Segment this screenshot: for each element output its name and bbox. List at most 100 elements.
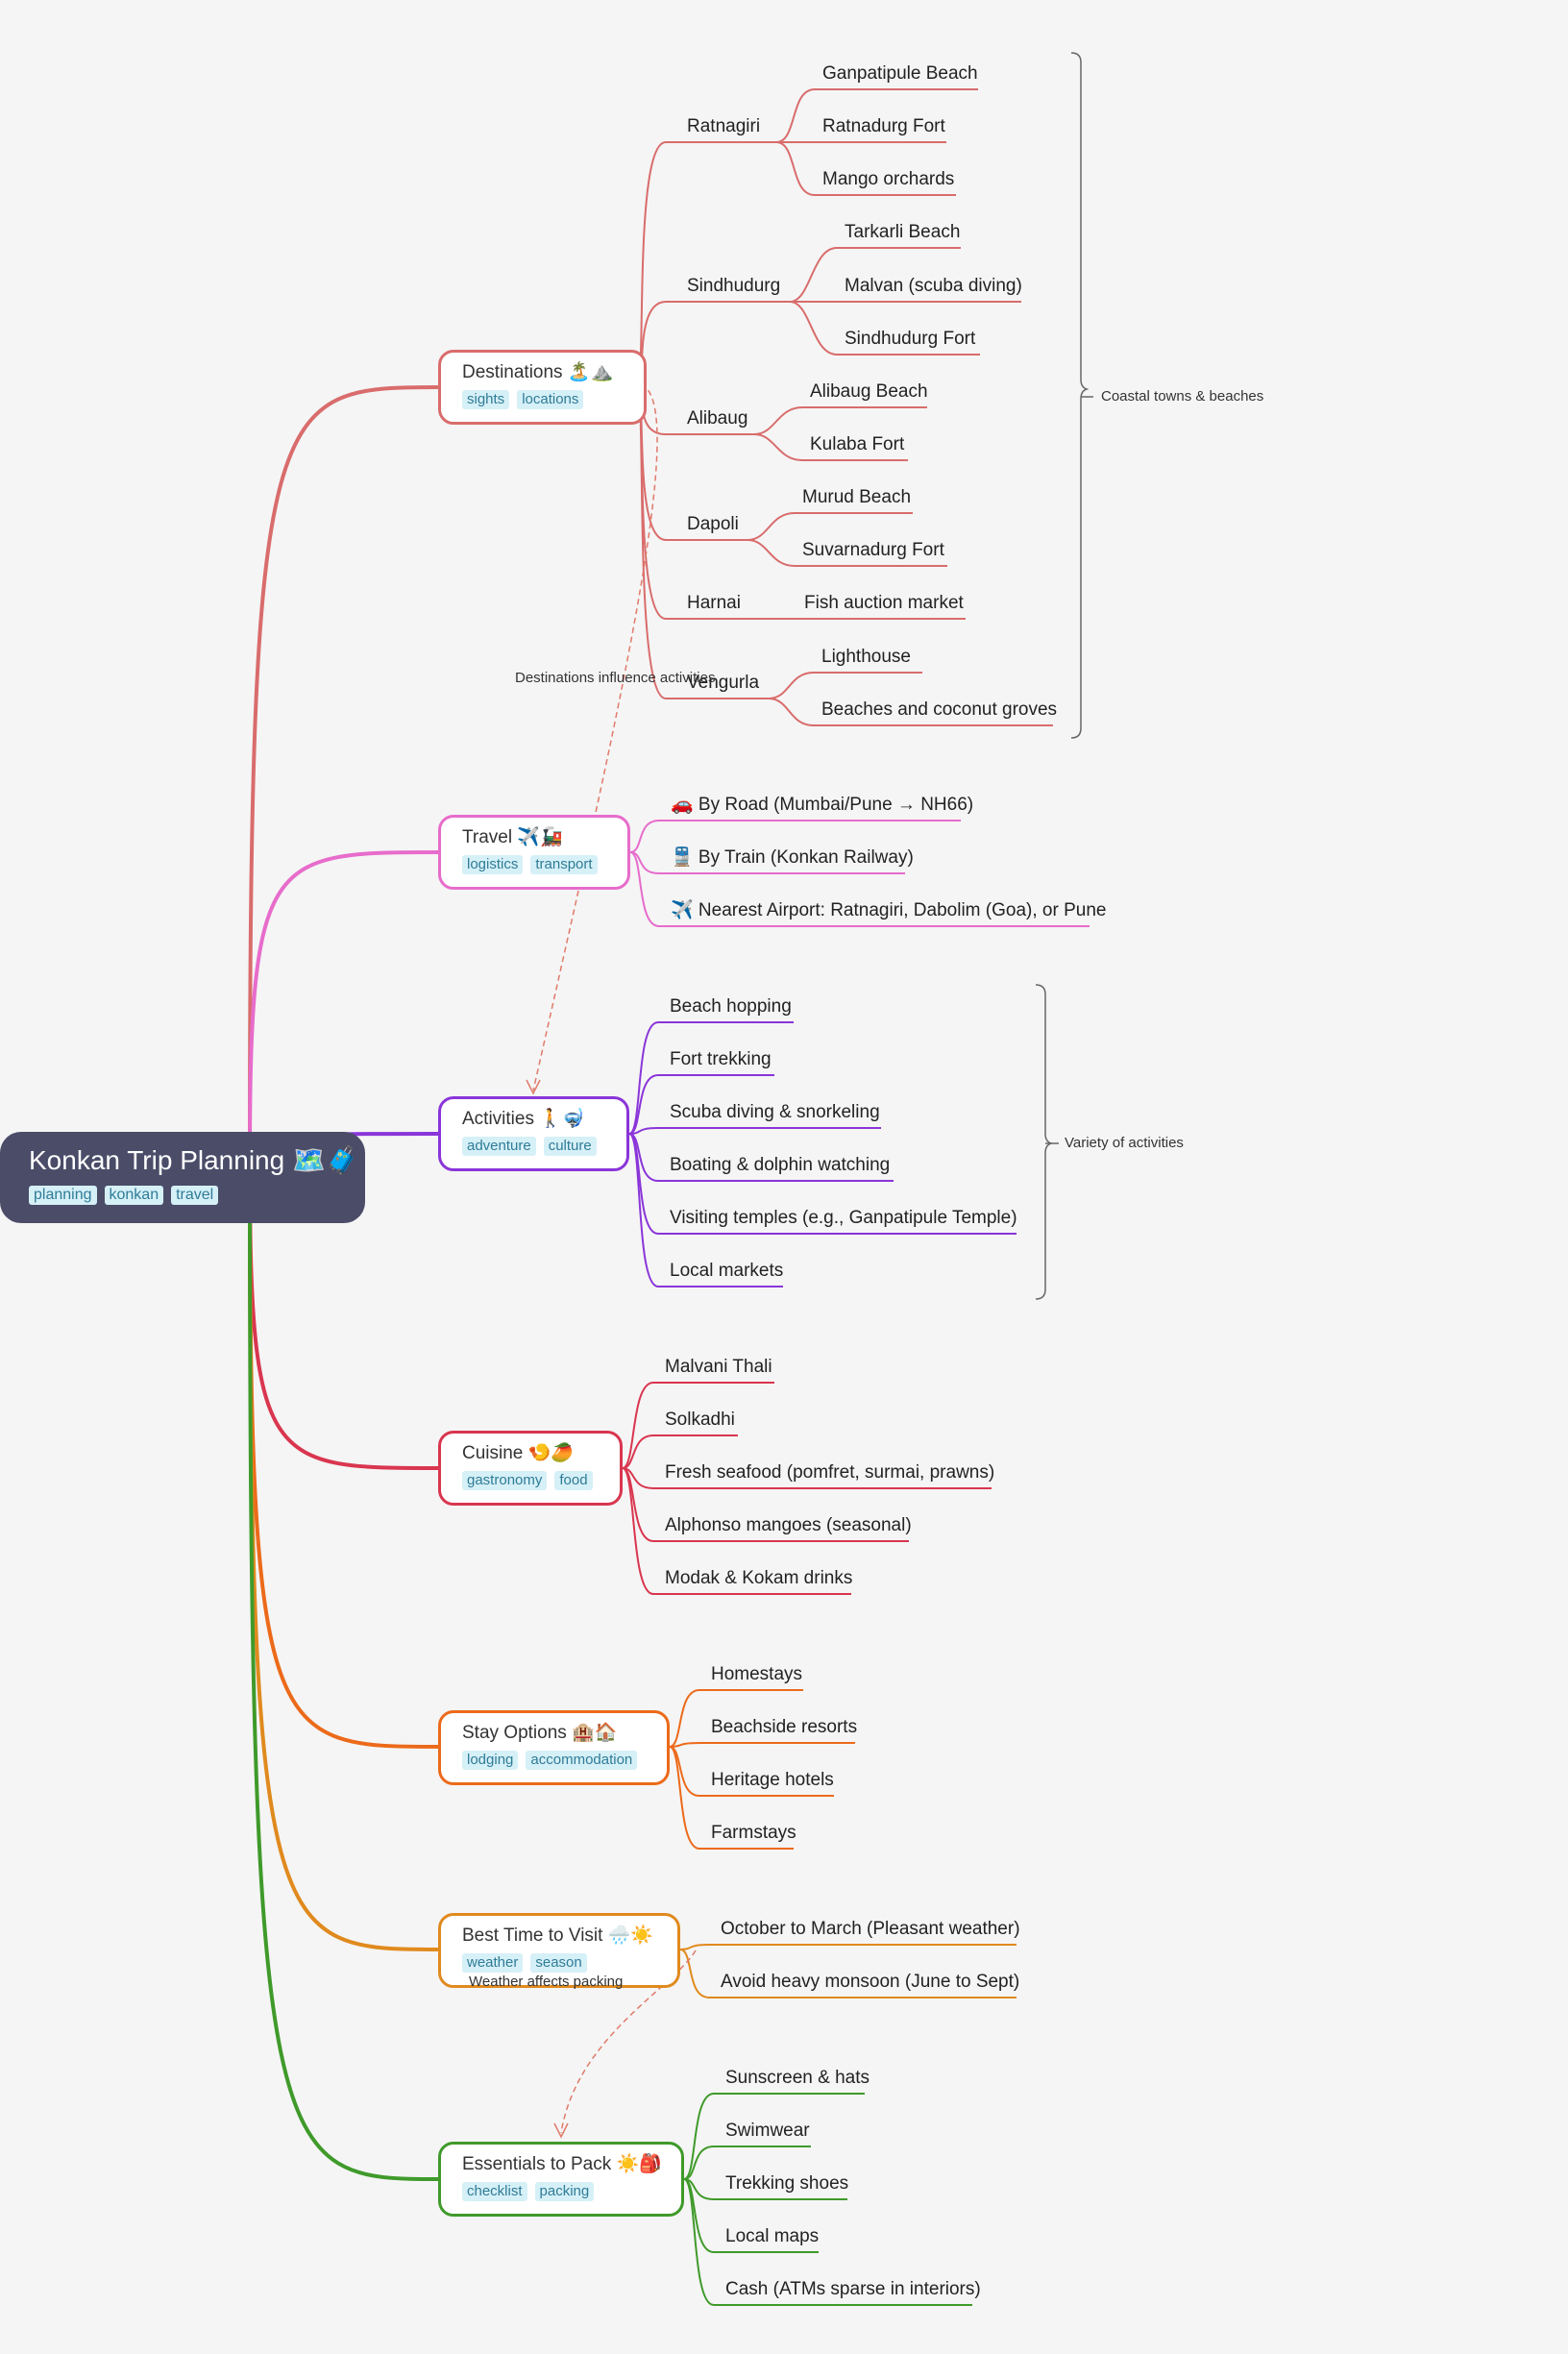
tag-sights[interactable]: sights xyxy=(462,390,510,409)
leaf-boating-dolphin[interactable]: Boating & dolphin watching xyxy=(670,1155,891,1175)
topic-cuisine-title: Cuisine 🍤🥭 xyxy=(462,1443,574,1463)
leaf-lighthouse[interactable]: Lighthouse xyxy=(821,647,911,667)
tag-lodging[interactable]: lodging xyxy=(462,1751,519,1770)
leaf-cash-atms[interactable]: Cash (ATMs sparse in interiors) xyxy=(725,2279,981,2299)
relation-label-destinations-activities[interactable]: Destinations influence activities xyxy=(515,670,716,686)
leaf-by-road[interactable]: 🚗 By Road (Mumbai/Pune → NH66) xyxy=(671,795,974,815)
topic-essentials-title: Essentials to Pack ☀️🎒 xyxy=(462,2154,662,2174)
subtopic-vengurla[interactable]: Vengurla xyxy=(687,673,760,693)
subtopic-dapoli[interactable]: Dapoli xyxy=(687,514,739,534)
topic-essentials[interactable]: Essentials to Pack ☀️🎒 checklist packing xyxy=(438,2142,684,2217)
leaf-suvarnadurg-fort[interactable]: Suvarnadurg Fort xyxy=(802,540,944,560)
tag-konkan[interactable]: konkan xyxy=(104,1186,164,1205)
leaf-beaches-coconut-groves[interactable]: Beaches and coconut groves xyxy=(821,699,1058,720)
tag-food[interactable]: food xyxy=(554,1471,593,1490)
topic-destinations[interactable]: Destinations 🏝️⛰️ sights locations xyxy=(438,350,647,425)
leaf-avoid-monsoon[interactable]: Avoid heavy monsoon (June to Sept) xyxy=(721,1972,1020,1992)
tag-logistics[interactable]: logistics xyxy=(462,855,524,874)
leaf-visiting-temples[interactable]: Visiting temples (e.g., Ganpatipule Temp… xyxy=(670,1208,1017,1228)
leaf-sunscreen-hats[interactable]: Sunscreen & hats xyxy=(725,2068,870,2088)
leaf-fish-auction-market[interactable]: Fish auction market xyxy=(804,593,964,613)
leaf-malvan-scuba[interactable]: Malvan (scuba diving) xyxy=(845,276,1022,296)
stay-connector-3 xyxy=(669,1746,794,1850)
subtopic-harnai[interactable]: Harnai xyxy=(687,593,741,613)
leaf-local-maps[interactable]: Local maps xyxy=(725,2226,820,2246)
leaf-farmstays[interactable]: Farmstays xyxy=(711,1823,796,1843)
leaf-solkadhi[interactable]: Solkadhi xyxy=(665,1410,735,1430)
tag-planning[interactable]: planning xyxy=(29,1186,97,1205)
tag-transport[interactable]: transport xyxy=(530,855,598,874)
leaf-swimwear[interactable]: Swimwear xyxy=(725,2121,810,2141)
activities-connector-2 xyxy=(628,1127,881,1135)
subtopic-sindhudurg[interactable]: Sindhudurg xyxy=(687,276,781,296)
leaf-connector-1-2 xyxy=(789,301,980,356)
leaf-connector-5-1 xyxy=(768,698,1053,726)
tag-travel[interactable]: travel xyxy=(171,1186,219,1205)
leaf-tarkarli-beach[interactable]: Tarkarli Beach xyxy=(845,222,961,242)
leaf-local-markets[interactable]: Local markets xyxy=(670,1261,784,1281)
leaf-beachside-resorts[interactable]: Beachside resorts xyxy=(711,1717,858,1737)
branch-sindhudurg xyxy=(636,301,790,388)
essentials-connector-1 xyxy=(683,2146,811,2180)
root-branch-0 xyxy=(248,385,441,1164)
leaf-fort-trekking[interactable]: Fort trekking xyxy=(670,1049,772,1069)
essentials-connector-4 xyxy=(683,2178,972,2306)
tag-weather[interactable]: weather xyxy=(462,1953,524,1973)
root-title: Konkan Trip Planning 🗺️🧳 xyxy=(29,1145,359,1175)
tag-checklist[interactable]: checklist xyxy=(462,2182,527,2201)
topic-activities-title: Activities 🚶🤿 xyxy=(462,1109,585,1129)
travel-connector-0 xyxy=(629,820,961,853)
root-branch-6 xyxy=(248,1162,441,2181)
stay-connector-1 xyxy=(669,1742,855,1748)
tag-packing[interactable]: packing xyxy=(534,2182,595,2201)
leaf-alphonso-mangoes[interactable]: Alphonso mangoes (seasonal) xyxy=(665,1515,912,1535)
leaf-trekking-shoes[interactable]: Trekking shoes xyxy=(725,2173,849,2194)
tag-culture[interactable]: culture xyxy=(543,1137,597,1156)
cuisine-connector-0 xyxy=(622,1382,774,1469)
root-tags: planning konkan travel xyxy=(29,1186,365,1205)
topic-travel[interactable]: Travel ✈️🚂 logistics transport xyxy=(438,815,630,890)
leaf-connector-1-0 xyxy=(789,247,961,303)
topic-destinations-title: Destinations 🏝️⛰️ xyxy=(462,362,614,382)
summary-bracket-coastal xyxy=(1070,52,1090,739)
leaf-malvani-thali[interactable]: Malvani Thali xyxy=(665,1357,772,1377)
activities-connector-5 xyxy=(628,1133,783,1287)
topic-travel-title: Travel ✈️🚂 xyxy=(462,827,563,847)
summary-coastal-towns[interactable]: Coastal towns & beaches xyxy=(1101,388,1264,405)
topic-travel-tags: logistics transport xyxy=(462,855,627,874)
topic-cuisine[interactable]: Cuisine 🍤🥭 gastronomy food xyxy=(438,1431,623,1506)
relation-label-weather-packing[interactable]: Weather affects packing xyxy=(469,1974,624,1990)
root-branch-5 xyxy=(248,1162,441,1951)
leaf-ratnadurg-fort[interactable]: Ratnadurg Fort xyxy=(822,116,945,136)
leaf-by-train[interactable]: 🚆 By Train (Konkan Railway) xyxy=(671,847,914,868)
leaf-ganpatipule-beach[interactable]: Ganpatipule Beach xyxy=(822,63,978,84)
topic-activities[interactable]: Activities 🚶🤿 adventure culture xyxy=(438,1096,629,1171)
subtopic-ratnagiri[interactable]: Ratnagiri xyxy=(687,116,761,136)
tag-accommodation[interactable]: accommodation xyxy=(526,1751,638,1770)
branch-ratnagiri xyxy=(636,141,776,388)
leaf-scuba-snorkeling[interactable]: Scuba diving & snorkeling xyxy=(670,1102,880,1122)
leaf-heritage-hotels[interactable]: Heritage hotels xyxy=(711,1770,834,1790)
activities-connector-1 xyxy=(628,1074,774,1135)
summary-variety-activities[interactable]: Variety of activities xyxy=(1065,1135,1184,1151)
leaf-homestays[interactable]: Homestays xyxy=(711,1664,803,1684)
leaf-alibaug-beach[interactable]: Alibaug Beach xyxy=(810,381,928,402)
tag-locations[interactable]: locations xyxy=(517,390,584,409)
leaf-modak-kokam[interactable]: Modak & Kokam drinks xyxy=(665,1568,853,1588)
tag-season[interactable]: season xyxy=(530,1953,587,1973)
leaf-nearest-airport[interactable]: ✈️ Nearest Airport: Ratnagiri, Dabolim (… xyxy=(671,900,1107,920)
relation-arrowhead-essentials xyxy=(553,2122,569,2139)
leaf-beach-hopping[interactable]: Beach hopping xyxy=(670,996,792,1017)
subtopic-alibaug[interactable]: Alibaug xyxy=(687,408,748,429)
leaf-october-to-march[interactable]: October to March (Pleasant weather) xyxy=(721,1919,1020,1939)
tag-adventure[interactable]: adventure xyxy=(462,1137,536,1156)
leaf-kulaba-fort[interactable]: Kulaba Fort xyxy=(810,434,905,454)
leaf-sindhudurg-fort[interactable]: Sindhudurg Fort xyxy=(845,329,976,349)
leaf-fresh-seafood[interactable]: Fresh seafood (pomfret, surmai, prawns) xyxy=(665,1462,995,1483)
leaf-mango-orchards[interactable]: Mango orchards xyxy=(822,169,955,189)
leaf-murud-beach[interactable]: Murud Beach xyxy=(802,487,912,507)
tag-gastronomy[interactable]: gastronomy xyxy=(462,1471,548,1490)
